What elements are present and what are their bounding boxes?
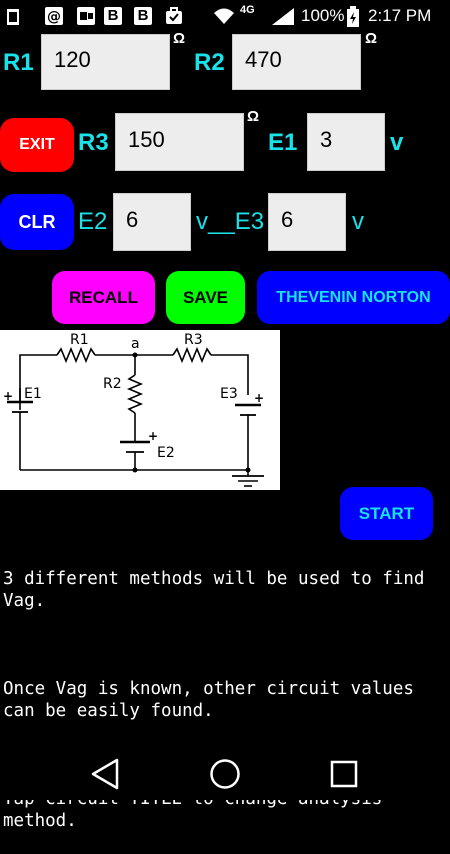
r3-unit: Ω	[247, 108, 260, 125]
svg-text:+: +	[3, 389, 13, 403]
e1-input[interactable]: 3	[307, 113, 385, 171]
email-icon: @	[44, 6, 64, 26]
description-line-1: 3 different methods will be used to find…	[3, 569, 425, 611]
svg-text:+: +	[254, 391, 264, 405]
outlook-icon	[76, 6, 96, 26]
signal-icon	[270, 6, 296, 26]
sim-card-icon	[6, 6, 20, 26]
r1-label: R1	[3, 49, 34, 76]
recents-icon[interactable]	[330, 760, 358, 793]
svg-text:+: +	[148, 429, 158, 443]
r3-input[interactable]: 150	[115, 113, 244, 171]
e3-input[interactable]: 6	[268, 193, 346, 251]
svg-text:@: @	[47, 9, 61, 25]
e3-unit: v	[352, 208, 364, 235]
r1-input[interactable]: 120	[41, 34, 170, 90]
circuit-node-a-label: a	[131, 336, 140, 352]
r2-label: R2	[194, 49, 225, 76]
r3-label: R3	[78, 129, 109, 156]
b-app-icon: B	[134, 7, 152, 25]
r2-unit: Ω	[365, 30, 378, 47]
recall-button[interactable]: RECALL	[52, 271, 155, 324]
r1-unit: Ω	[173, 30, 186, 47]
description-text: 3 different methods will be used to find…	[3, 546, 443, 854]
circuit-e1-label: E1	[24, 386, 42, 402]
start-button[interactable]: START	[340, 487, 433, 540]
status-bar: @ B B 4G 100% 2:17 PM	[0, 0, 450, 32]
b-app-icon: B	[104, 7, 122, 25]
e2-unit-e3-label: v__E3	[196, 208, 265, 235]
network-type: 4G	[240, 4, 255, 16]
save-button[interactable]: SAVE	[166, 271, 245, 324]
e2-input[interactable]: 6	[113, 193, 191, 251]
e2-label: E2	[78, 208, 108, 235]
exit-button[interactable]: EXIT	[0, 118, 74, 172]
clock: 2:17 PM	[368, 6, 432, 25]
circuit-e2-label: E2	[157, 445, 175, 461]
battery-charging-icon	[347, 6, 359, 27]
wifi-icon	[212, 6, 236, 26]
r2-resistor	[126, 374, 144, 414]
clr-button[interactable]: CLR	[0, 194, 74, 250]
thevenin-norton-button[interactable]: THEVENIN NORTON	[257, 271, 450, 324]
navigation-bar	[0, 740, 450, 800]
home-icon[interactable]	[209, 758, 241, 795]
description-line-2: Once Vag is known, other circuit values …	[3, 679, 414, 721]
circuit-r2-label: R2	[103, 376, 122, 392]
e1-label: E1	[268, 129, 298, 156]
r3-resistor	[172, 346, 212, 364]
battery-percent: 100%	[301, 6, 345, 25]
circuit-e3-label: E3	[220, 386, 238, 402]
circuit-diagram: R1 R3 a R2 E1 E2 E3 + + +	[0, 330, 280, 490]
briefcase-check-icon	[164, 6, 184, 26]
circuit-r3-label: R3	[184, 332, 203, 348]
circuit-r1-label: R1	[70, 332, 89, 348]
r1-resistor	[56, 346, 96, 364]
e1-unit: v	[390, 129, 404, 156]
r2-input[interactable]: 470	[232, 34, 361, 90]
back-icon[interactable]	[90, 758, 120, 795]
